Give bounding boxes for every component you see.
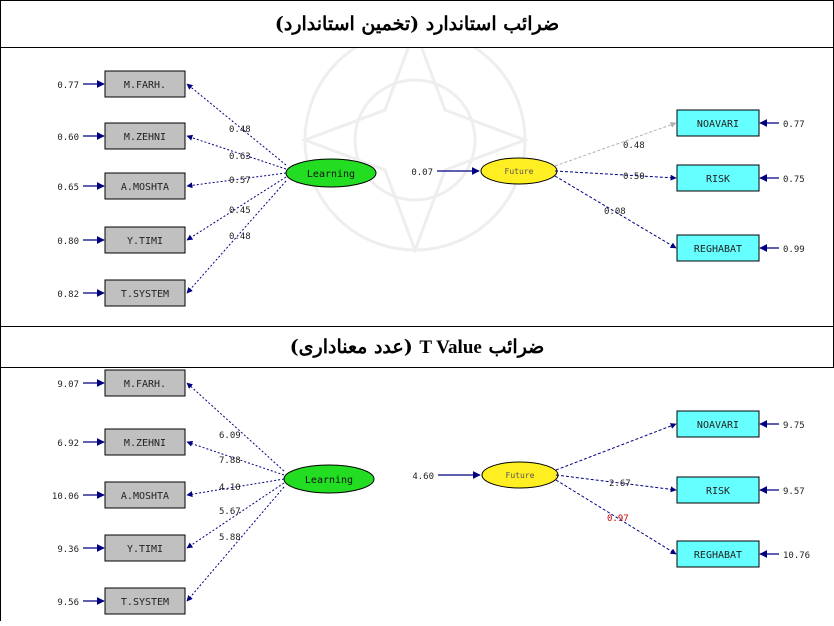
panel2-title-suffix: (عدد معناداری) xyxy=(289,336,413,358)
error-value: 0.77 xyxy=(57,81,79,91)
outcome-label: REGHABAT xyxy=(694,550,742,561)
panel2-title-term: T Value xyxy=(419,337,482,358)
indicator-box xyxy=(104,279,186,307)
indicator-label: M.ZEHNI xyxy=(124,438,166,449)
loading-value: 4.10 xyxy=(219,483,241,493)
indicator-box xyxy=(104,534,186,562)
outcome-arrow xyxy=(554,175,677,249)
outcome-arrow xyxy=(555,479,677,555)
outcome-label: NOAVARI xyxy=(697,119,739,130)
outcome-error-value: 0.75 xyxy=(783,175,805,185)
loading-arrow xyxy=(186,172,287,189)
error-value: 0.80 xyxy=(57,237,79,247)
error-value: 9.07 xyxy=(57,380,79,390)
indicator-box xyxy=(104,587,186,615)
outcome-box xyxy=(676,109,760,137)
loading-value: 7.88 xyxy=(219,456,241,466)
indicator-label: Y.TIMI xyxy=(127,236,163,247)
loading-value: 5.88 xyxy=(219,533,241,543)
error-value: 0.65 xyxy=(57,183,79,193)
indicator-label: A.MOSHTA xyxy=(121,182,169,193)
future-latent-label: Future xyxy=(505,167,534,176)
loading-arrow xyxy=(186,482,285,549)
error-value: 0.82 xyxy=(57,290,79,300)
outcome-label: RISK xyxy=(706,486,730,497)
loading-value: 6.09 xyxy=(219,431,241,441)
outcome-loading-value: 2.67 xyxy=(609,479,631,489)
indicator-label: T.SYSTEM xyxy=(121,597,169,608)
loading-arrow xyxy=(186,134,287,170)
outcome-arrow xyxy=(554,121,677,167)
indicator-label: M.ZEHNI xyxy=(124,132,166,143)
outcome-label: NOAVARI xyxy=(697,420,739,431)
indicator-box xyxy=(104,481,186,509)
outcome-box xyxy=(676,164,760,192)
loading-arrow xyxy=(186,486,285,602)
loading-value: 0.45 xyxy=(229,206,251,216)
panel1-path-diagram: M.FARH.0.770.48M.ZEHNI0.600.63A.MOSHTA0.… xyxy=(57,70,805,307)
path-value: 4.60 xyxy=(412,472,434,482)
outcome-error-value: 0.99 xyxy=(783,245,805,255)
indicator-box xyxy=(104,70,186,98)
indicator-box xyxy=(104,226,186,254)
error-value: 10.06 xyxy=(52,492,79,502)
loading-value: 5.67 xyxy=(219,507,241,517)
outcome-loading-value: 0.97 xyxy=(607,514,629,524)
error-value: 6.92 xyxy=(57,439,79,449)
outcome-label: REGHABAT xyxy=(694,244,742,255)
outcome-loading-value: 0.50 xyxy=(623,172,645,182)
loading-value: 0.48 xyxy=(229,232,251,242)
outcome-arrow xyxy=(554,170,677,181)
outcome-arrow xyxy=(555,423,677,471)
future-latent-label: Future xyxy=(506,471,535,480)
loading-arrow xyxy=(186,83,287,166)
loading-arrow xyxy=(186,440,285,476)
path-value: 0.07 xyxy=(411,168,433,178)
indicator-label: M.FARH. xyxy=(124,80,166,91)
indicator-label: M.FARH. xyxy=(124,379,166,390)
loading-arrow xyxy=(186,478,285,498)
indicator-label: Y.TIMI xyxy=(127,544,163,555)
error-value: 9.36 xyxy=(57,545,79,555)
indicator-label: T.SYSTEM xyxy=(121,289,169,300)
indicator-label: A.MOSHTA xyxy=(121,491,169,502)
learning-latent-node xyxy=(285,158,377,188)
learning-latent-label: Learning xyxy=(307,169,355,180)
indicator-box xyxy=(104,428,186,456)
outcome-arrow xyxy=(555,474,677,493)
outcome-box xyxy=(676,476,760,504)
loading-arrow xyxy=(186,382,285,472)
outcome-label: RISK xyxy=(706,174,730,185)
outcome-loading-value: 0.08 xyxy=(604,207,626,217)
outcome-error-value: 0.77 xyxy=(783,120,805,130)
learning-latent-node xyxy=(283,464,375,494)
outcome-error-value: 10.76 xyxy=(783,551,810,561)
error-value: 0.60 xyxy=(57,133,79,143)
loading-value: 0.48 xyxy=(229,125,251,135)
outcome-error-value: 9.57 xyxy=(783,487,805,497)
outcome-box xyxy=(676,540,760,568)
indicator-box xyxy=(104,122,186,150)
panel1-title: ضرائب استاندارد (تخمین استاندارد) xyxy=(0,0,834,48)
learning-latent-label: Learning xyxy=(305,475,353,486)
panel2-title-prefix: ضرائب xyxy=(488,336,545,358)
outcome-loading-value: 0.48 xyxy=(623,141,645,151)
loading-arrow xyxy=(186,180,287,294)
panel2-path-diagram: M.FARH. 9.07 6.09M.ZEHNI 6.92 7.88A.MOSHTA 10… xyxy=(52,369,810,615)
outcome-box xyxy=(676,234,760,262)
indicator-box xyxy=(104,172,186,200)
error-value: 9.56 xyxy=(57,598,79,608)
panel1-title-text: ضرائب استاندارد (تخمین استاندارد) xyxy=(274,13,560,35)
loading-value: 0.57 xyxy=(229,176,251,186)
outcome-error-value: 9.75 xyxy=(783,421,805,431)
panel2-title: ضرائب T Value (عدد معناداری) xyxy=(0,326,834,368)
indicator-box xyxy=(104,369,186,397)
loading-arrow xyxy=(186,176,287,241)
outcome-box xyxy=(676,410,760,438)
loading-value: 0.63 xyxy=(229,152,251,162)
